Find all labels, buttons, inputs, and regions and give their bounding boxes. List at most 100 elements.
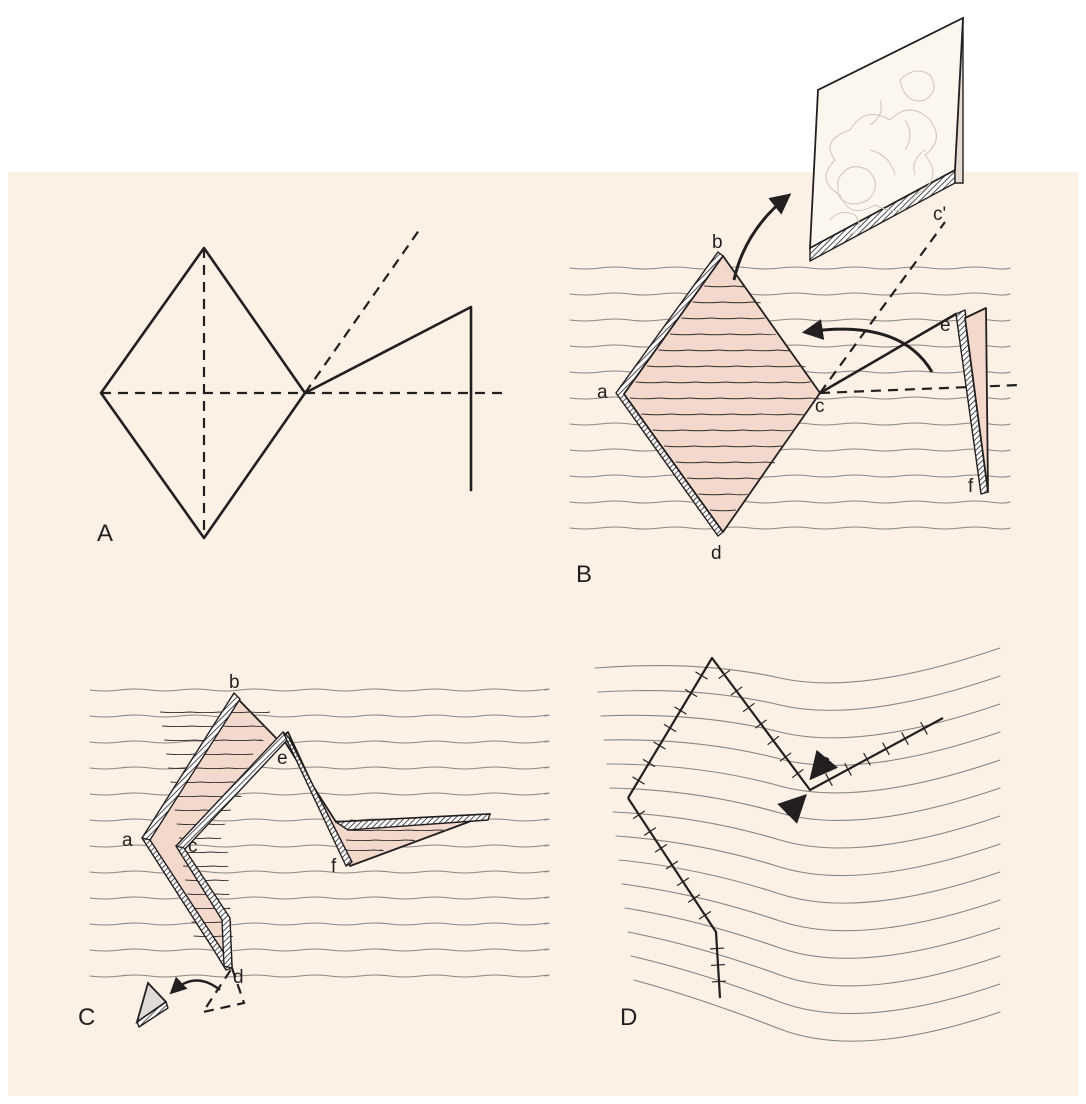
skin-line bbox=[569, 292, 1011, 296]
stitch-mark bbox=[653, 741, 666, 750]
flap-incision bbox=[303, 305, 473, 492]
flap-texture-line bbox=[174, 809, 231, 812]
panel-c: a b c d e f C bbox=[78, 672, 550, 1031]
flap-texture-line bbox=[664, 445, 782, 448]
flap-texture-line bbox=[646, 365, 806, 368]
skin-line bbox=[621, 883, 1001, 932]
vertex-label-b-d: d bbox=[711, 543, 722, 564]
vertex-label-c-b: b bbox=[229, 672, 240, 693]
flap-texture-line bbox=[686, 477, 760, 480]
skin-line bbox=[569, 526, 1011, 530]
stitch-mark bbox=[711, 980, 727, 983]
skin-line bbox=[624, 907, 1001, 959]
vertex-label-b-c: c bbox=[815, 396, 825, 417]
skin-line bbox=[615, 835, 1001, 877]
stitch-mark bbox=[695, 671, 708, 680]
skin-line bbox=[569, 344, 1011, 348]
wall-flap-tip bbox=[335, 813, 491, 831]
flap-texture-line bbox=[164, 739, 264, 742]
skin-line bbox=[89, 688, 550, 692]
flap-texture-line bbox=[675, 461, 775, 464]
panel-label-c: C bbox=[78, 1004, 95, 1031]
stitch-mark bbox=[632, 810, 646, 820]
flap-texture-line bbox=[635, 381, 811, 384]
graft-arrow bbox=[732, 193, 792, 281]
stitch-mark bbox=[742, 702, 755, 713]
stitch-mark bbox=[663, 723, 677, 733]
stitch-mark bbox=[755, 719, 767, 729]
stitch-mark bbox=[718, 669, 731, 680]
stitch-mark bbox=[674, 706, 687, 715]
stitch-mark bbox=[643, 827, 657, 836]
skin-line bbox=[89, 766, 550, 770]
vertex-label-c-c: c bbox=[188, 836, 198, 857]
skin-line bbox=[89, 948, 550, 952]
flap-texture-line bbox=[641, 413, 806, 416]
defect-texture-b bbox=[629, 285, 820, 512]
vertex-label-b-f: f bbox=[968, 476, 974, 497]
panel-a: A bbox=[97, 225, 502, 547]
vertex-label-b-e: e bbox=[940, 315, 951, 336]
stitch-mark bbox=[632, 776, 645, 785]
skin-line bbox=[630, 955, 1001, 1015]
compression-arrows-icon bbox=[777, 749, 839, 824]
skin-line bbox=[569, 474, 1011, 478]
flap-rotate-arrow bbox=[801, 319, 934, 373]
stitch-mark bbox=[684, 688, 698, 698]
wall-ef bbox=[282, 731, 353, 867]
graft-face bbox=[809, 16, 964, 250]
flap-texture-line bbox=[185, 879, 229, 882]
flap-texture-line bbox=[180, 851, 229, 854]
skin-lines-b bbox=[569, 266, 1011, 530]
flap-texture-line bbox=[345, 839, 416, 842]
stitch-mark bbox=[767, 735, 780, 746]
stitch-mark bbox=[882, 742, 890, 756]
cone-arrow bbox=[169, 976, 221, 995]
flap-texture-line bbox=[709, 509, 737, 512]
graft-texture bbox=[825, 70, 937, 236]
flap-body bbox=[964, 307, 989, 493]
stitch-mark bbox=[642, 758, 656, 768]
skin-line bbox=[89, 922, 550, 926]
vertex-label-b-a: a bbox=[597, 382, 608, 403]
skin-line bbox=[594, 647, 1001, 684]
flap-texture-line bbox=[698, 493, 748, 496]
flap-texture-line bbox=[168, 767, 248, 770]
skin-line bbox=[612, 811, 1001, 849]
panel-label-d: D bbox=[620, 1004, 637, 1031]
flap-texture-line bbox=[681, 317, 765, 320]
flap-texture-line bbox=[347, 829, 447, 832]
stitch-mark bbox=[920, 721, 928, 735]
excised-cone-edge bbox=[136, 1001, 169, 1028]
flap-texture-line bbox=[652, 429, 794, 432]
stitch-mark bbox=[665, 860, 679, 870]
skin-line bbox=[606, 759, 1001, 794]
graft-projection-line bbox=[819, 221, 946, 394]
stitch-mark bbox=[791, 768, 804, 779]
flap-texture-line bbox=[669, 333, 777, 336]
background-panel bbox=[8, 172, 1078, 1096]
stitch-mark bbox=[698, 910, 712, 920]
suture-stitches bbox=[632, 669, 928, 983]
stitch-mark bbox=[901, 732, 909, 746]
panel-d: D bbox=[594, 647, 1001, 1042]
skin-line bbox=[569, 266, 1011, 270]
panel-label-b: B bbox=[576, 561, 592, 588]
skin-line bbox=[569, 500, 1011, 504]
stitch-mark bbox=[676, 877, 690, 887]
stitch-mark bbox=[844, 762, 852, 776]
stitch-mark bbox=[687, 894, 701, 903]
flap-texture-line bbox=[629, 397, 820, 400]
stitch-mark bbox=[710, 963, 726, 967]
skin-line bbox=[89, 714, 550, 718]
skin-line bbox=[569, 448, 1011, 452]
stitch-mark bbox=[863, 752, 871, 766]
flap-texture-line bbox=[172, 795, 242, 798]
stitch-mark bbox=[654, 843, 668, 853]
panel-label-a: A bbox=[97, 520, 113, 547]
skin-line bbox=[597, 675, 1001, 711]
skin-line bbox=[627, 931, 1001, 987]
flap-texture-line bbox=[187, 893, 230, 896]
stitch-mark bbox=[730, 686, 743, 696]
